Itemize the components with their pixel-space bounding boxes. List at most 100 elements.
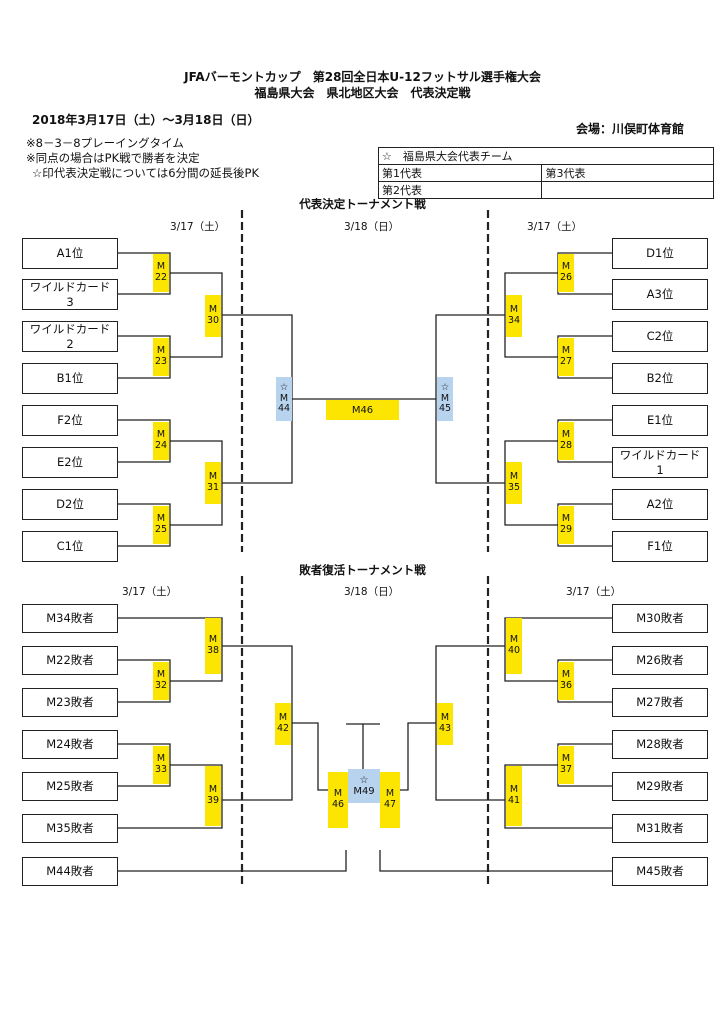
match-47-number: 47 [383, 799, 397, 810]
bottom-bracket-title: 敗者復活トーナメント戦 [299, 563, 426, 577]
match-27-number: 27 [559, 356, 573, 367]
team-c2: C2位 [612, 321, 708, 352]
match-34-number: 34 [507, 315, 521, 326]
team-f2: F2位 [22, 405, 118, 436]
match-24-m: M [156, 429, 166, 441]
match-46-repechage-number: 46 [331, 799, 345, 810]
match-32-number: 32 [154, 680, 168, 691]
tournament-title: JFAバーモントカップ 第28回全日本U-12フットサル選手権大会 [184, 70, 541, 84]
match-26-m: M [561, 261, 571, 273]
team-e1: E1位 [612, 405, 708, 436]
match-24-number: 24 [154, 440, 168, 451]
team-m35-loser: M35敗者 [22, 814, 118, 843]
match-43-m: M [440, 712, 450, 724]
match-41-number: 41 [507, 795, 521, 806]
match-28-number: 28 [559, 440, 573, 451]
top-bracket-title: 代表決定トーナメント戦 [299, 197, 426, 211]
match-23-m: M [156, 345, 166, 357]
note-pk: ※同点の場合はPK戦で勝者を決定 [26, 151, 200, 165]
match-41-m: M [509, 784, 519, 796]
team-f1: F1位 [612, 531, 708, 562]
match-29-m: M [561, 513, 571, 525]
note-playing-time: ※8－3－8プレーイングタイム [26, 136, 184, 150]
team-m30-loser: M30敗者 [612, 604, 708, 633]
match-42-m: M [278, 712, 288, 724]
match-45-m: M [440, 392, 450, 404]
team-m23-loser: M23敗者 [22, 688, 118, 717]
match-49-star: ☆ [359, 774, 369, 786]
team-d2: D2位 [22, 489, 118, 520]
match-27-m: M [561, 345, 571, 357]
rep-empty-cell [541, 181, 714, 199]
match-47-m: M [385, 788, 395, 800]
rep-second-label: 第2代表 [377, 181, 543, 199]
match-45-number: 45 [438, 403, 452, 415]
team-m26-loser: M26敗者 [612, 646, 708, 675]
match-40-m: M [509, 634, 519, 646]
match-25-m: M [156, 513, 166, 525]
team-m24-loser: M24敗者 [22, 730, 118, 759]
match-31-m: M [208, 471, 218, 483]
team-a1: A1位 [22, 238, 118, 269]
venue: 会場：川俣町体育館 [576, 122, 685, 136]
team-wildcard-2: ワイルドカード 2 [22, 321, 118, 352]
match-38-number: 38 [206, 645, 220, 656]
team-a3: A3位 [612, 279, 708, 310]
team-m44-loser: M44敗者 [22, 857, 118, 886]
match-23-number: 23 [154, 356, 168, 367]
match-39-number: 39 [206, 795, 220, 806]
match-22-m: M [156, 261, 166, 273]
team-m29-loser: M29敗者 [612, 772, 708, 801]
match-40-number: 40 [507, 645, 521, 656]
match-30-number: 30 [206, 315, 220, 326]
match-36-m: M [561, 669, 571, 681]
team-m25-loser: M25敗者 [22, 772, 118, 801]
team-m22-loser: M22敗者 [22, 646, 118, 675]
match-33-number: 33 [154, 764, 168, 775]
team-m34-loser: M34敗者 [22, 604, 118, 633]
match-43-number: 43 [438, 723, 452, 734]
match-44-number: 44 [277, 403, 291, 415]
team-wildcard-3: ワイルドカード 3 [22, 279, 118, 310]
note-extra-time: ☆印代表決定戦については6分間の延長後PK [32, 166, 260, 180]
match-49-number: M49 [353, 786, 375, 797]
team-m28-loser: M28敗者 [612, 730, 708, 759]
match-42-number: 42 [276, 723, 290, 734]
match-31-number: 31 [206, 482, 220, 493]
match-36-number: 36 [559, 680, 573, 691]
bottom-day1-left: 3/17（土） [122, 586, 178, 598]
team-e2: E2位 [22, 447, 118, 478]
match-35-number: 35 [507, 482, 521, 493]
top-day1-left: 3/17（土） [170, 221, 226, 233]
team-wildcard-1: ワイルドカード 1 [612, 447, 708, 478]
match-34-m: M [509, 304, 519, 316]
team-m45-loser: M45敗者 [612, 857, 708, 886]
match-25-number: 25 [154, 524, 168, 535]
team-b2: B2位 [612, 363, 708, 394]
match-26-number: 26 [559, 272, 573, 283]
team-b1: B1位 [22, 363, 118, 394]
team-m31-loser: M31敗者 [612, 814, 708, 843]
